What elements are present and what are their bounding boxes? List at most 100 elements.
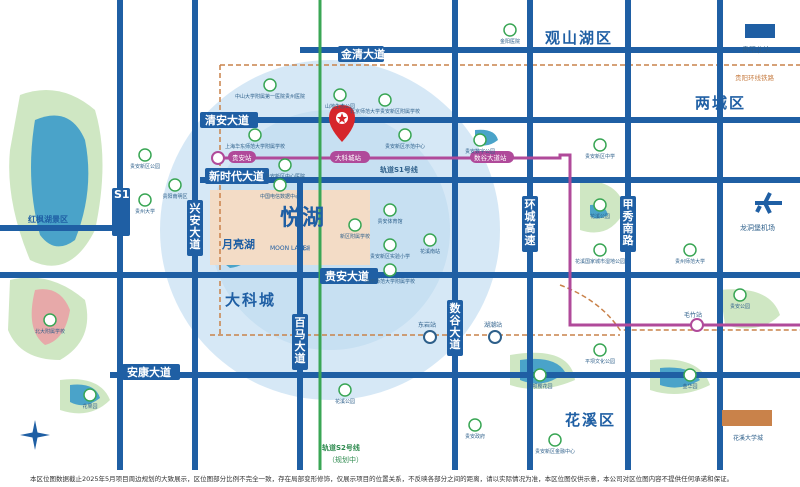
- poi-icon: [533, 368, 547, 382]
- poi-marker: 贵安新区中学: [585, 138, 615, 160]
- poi-icon: [278, 158, 292, 172]
- poi-icon: [383, 263, 397, 277]
- poi-icon: [473, 133, 487, 147]
- road-label-xinshidai: 新时代大道: [209, 169, 264, 183]
- poi-marker: 金华园: [682, 368, 698, 390]
- poi-label: 平坝文化公园: [585, 358, 615, 365]
- road-label-ankang: 安康大道: [127, 365, 171, 379]
- poi-label: 贵安新区金融中心: [535, 448, 575, 455]
- district-liangcheng: 两城区: [695, 94, 746, 112]
- poi-marker: 北大附属学校: [35, 313, 65, 335]
- poi-label: 花溪公园: [590, 213, 610, 220]
- station-guian: 贵安站: [232, 153, 252, 162]
- poi-label: 贵安新区示范中心: [385, 143, 425, 150]
- poi-marker: 北京师范大学贵安新区附属学校: [350, 93, 420, 115]
- poi-icon: [683, 368, 697, 382]
- poi-label: 贵州师范大学: [675, 258, 705, 265]
- road-label-shugu: 数谷大道: [450, 301, 462, 351]
- metro-icon: [211, 151, 225, 165]
- road-label-baima: 百马大道: [295, 316, 306, 365]
- station-dongyan: 东岩站: [418, 321, 436, 329]
- university-icon: [722, 410, 772, 426]
- poi-layer: 金阳医院中山大学附属第一医院贵州医院山地生态公园北京师范大学贵安新区附属学校贵安…: [35, 23, 750, 455]
- poi-marker: 贵安新区示范中心: [385, 128, 425, 150]
- poi-icon: [383, 238, 397, 252]
- poi-icon: [263, 78, 277, 92]
- district-dake: 大科城: [225, 291, 276, 309]
- project-logo-text: 悦湖: [280, 205, 324, 231]
- poi-icon: [383, 203, 397, 217]
- poi-icon: [593, 138, 607, 152]
- poi-marker: 新区附属学校: [340, 218, 370, 240]
- poi-icon: [378, 93, 392, 107]
- poi-marker: 贵安体育馆: [377, 203, 403, 225]
- compass-icon: [20, 420, 50, 450]
- poi-icon: [593, 198, 607, 212]
- poi-marker: 花溪国家城市湿地公园: [575, 243, 625, 265]
- district-huaxi: 花溪区: [565, 411, 616, 429]
- poi-label: 贵安新区中心医院: [265, 173, 305, 180]
- rail-huanxian-label: 贵阳环线铁路: [735, 73, 775, 82]
- station-maozhu: 毛竹站: [684, 311, 702, 319]
- project-site: [210, 190, 370, 265]
- hongfeng-lake: [31, 115, 89, 247]
- line-s1-label: 轨道S1号线: [380, 165, 418, 174]
- poi-label: 贵安公园: [730, 303, 750, 310]
- line-s2-note: （规划中）: [328, 455, 363, 464]
- landmark-guiyang-north: 贵阳北站: [742, 45, 770, 54]
- poi-label: 贵安新区公园: [130, 163, 160, 170]
- poi-label: 贵阳南明区: [162, 193, 187, 200]
- station-dake: 大科城站: [335, 153, 362, 162]
- poi-icon: [333, 88, 347, 102]
- district-guanshanhu: 观山湖区: [545, 29, 613, 47]
- footer-disclaimer: 本区位图数据截止2025年5月项目周边规划的大致展示，区位图部分比例不完全一致，…: [30, 474, 733, 483]
- poi-label: 贵安体育馆: [377, 218, 402, 225]
- poi-icon: [83, 388, 97, 402]
- poi-label: 平坝樱花园: [527, 383, 552, 390]
- road-label-s102: S102: [114, 188, 145, 201]
- star-icon: [337, 113, 347, 123]
- poi-icon: [348, 218, 362, 232]
- poi-label: 金阳医院: [500, 38, 520, 45]
- poi-marker: 贵安公园: [730, 288, 750, 310]
- poi-marker: 中山大学附属第一医院贵州医院: [235, 78, 305, 100]
- poi-label: 上海华东师范大学附属学校: [225, 143, 285, 150]
- airplane-icon: [755, 192, 782, 214]
- road-label-jiaxiu: 甲秀南路: [622, 198, 635, 247]
- poi-marker: 贵安新区中心医院: [265, 158, 305, 180]
- road-labels: 金清大道 清安大道 新时代大道 贵安大道 安康大道 S102: [112, 46, 385, 380]
- road-label-xingan: 兴安大道: [190, 201, 201, 251]
- poi-label: 贵州大学: [135, 208, 155, 215]
- poi-icon: [423, 233, 437, 247]
- poi-marker: 花果园: [82, 388, 98, 410]
- poi-icon: [593, 243, 607, 257]
- poi-marker: 贵州大学: [135, 193, 155, 215]
- road-label-huancheng: 环城高速: [525, 198, 536, 247]
- project-pin: [329, 105, 355, 142]
- poi-marker: 花溪公园: [335, 383, 355, 405]
- poi-label: 贵安新区实验小学: [370, 253, 410, 260]
- poi-label: 新区附属学校: [340, 233, 370, 240]
- poi-marker: 金阳医院: [500, 23, 520, 45]
- poi-marker: 贵州师范大学: [675, 243, 705, 265]
- poi-icon: [43, 313, 57, 327]
- poi-label: 花溪公园: [335, 398, 355, 405]
- line-s2-label: 轨道S2号线: [322, 443, 360, 452]
- poi-label: 北大附属学校: [35, 328, 65, 335]
- poi-icon: [273, 178, 287, 192]
- poi-label: 花溪国家城市湿地公园: [575, 258, 625, 265]
- poi-icon: [248, 128, 262, 142]
- poi-label: 金华园: [682, 383, 697, 390]
- poi-marker: 湖南师范大学附属学校: [365, 263, 415, 285]
- landmarks: 贵阳北站 龙洞堡机场 花溪大学城: [722, 24, 782, 442]
- poi-marker: 贵安新区金融中心: [535, 433, 575, 455]
- poi-marker: 贵安新区实验小学: [370, 238, 410, 260]
- poi-marker: 上海华东师范大学附属学校: [225, 128, 285, 150]
- poi-icon: [733, 288, 747, 302]
- metro-stations: 贵安站 大科城站 数谷大道站 毛竹站 东岩站 湖潮站: [211, 151, 704, 344]
- poi-label: 贵安数字公园: [465, 148, 495, 155]
- poi-marker: 贵阳南明区: [162, 178, 188, 200]
- landmark-longdongbao: 龙洞堡机场: [740, 223, 775, 232]
- poi-icon: [468, 418, 482, 432]
